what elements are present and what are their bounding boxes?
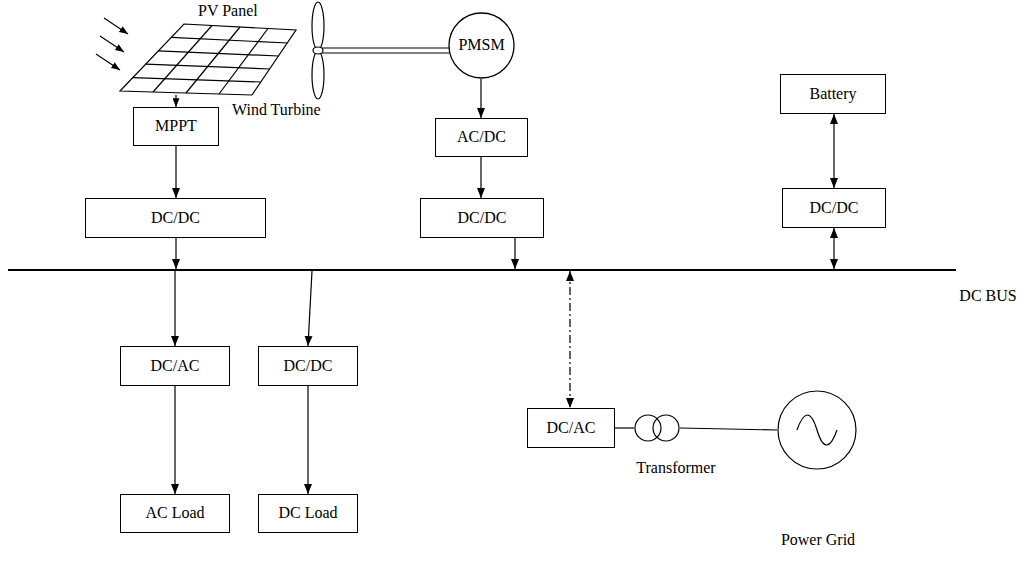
storage-box: Battery	[780, 74, 886, 114]
connector	[308, 271, 312, 346]
connector	[174, 386, 175, 494]
pv-grid-line	[146, 64, 270, 69]
transformer-symbol-outline	[634, 414, 680, 442]
box-label: DC/AC	[547, 419, 596, 437]
box-label: Battery	[809, 85, 856, 103]
part-label: PV Panel	[196, 2, 260, 20]
box-label: DC/DC	[458, 209, 507, 227]
sun-rays	[96, 18, 128, 70]
grid-symbol-outline	[777, 390, 857, 470]
load-box: DC Load	[258, 494, 358, 533]
converter-box: AC/DC	[435, 118, 528, 157]
connector	[833, 228, 834, 269]
wind-turbine	[312, 2, 449, 99]
dc-bus: DC BUS	[8, 269, 956, 271]
pv-outline	[120, 24, 296, 95]
converter-box: DC/AC	[527, 408, 615, 448]
symbol-label: Transformer	[634, 459, 717, 477]
pv-grid-line	[171, 37, 287, 43]
box-label: AC/DC	[457, 128, 506, 146]
symbol-label: DC BUS	[957, 287, 1018, 305]
box-label: DC/AC	[151, 357, 200, 375]
generator-circle: PMSM	[448, 12, 515, 79]
process-box: MPPT	[133, 107, 219, 146]
part-label: Wind Turbine	[230, 101, 323, 119]
box-label: MPPT	[155, 117, 197, 135]
connector	[514, 238, 515, 269]
connector	[174, 271, 175, 346]
connector	[833, 114, 834, 188]
converter-box: DC/DC	[85, 198, 266, 238]
symbol-label: Power Grid	[779, 531, 857, 549]
box-label: AC Load	[145, 504, 204, 522]
connector	[480, 157, 481, 198]
load-box: AC Load	[120, 494, 230, 533]
box-label: DC Load	[278, 504, 337, 522]
box-label: PMSM	[458, 36, 504, 54]
connector	[175, 146, 176, 198]
connector	[175, 238, 176, 269]
converter-box: DC/DC	[782, 188, 886, 228]
box-label: DC/DC	[284, 357, 333, 375]
connector	[615, 427, 634, 428]
pv-grid-line	[133, 78, 261, 82]
converter-box: DC/DC	[258, 346, 358, 386]
pv-panel	[120, 24, 296, 95]
pv-grid-line	[219, 29, 268, 95]
box-label: DC/DC	[810, 199, 859, 217]
connector	[480, 79, 481, 118]
panel-arrow	[175, 95, 176, 107]
pv-grid-line	[158, 51, 278, 56]
transformer-symbol: Transformer	[634, 414, 680, 442]
converter-box: DC/DC	[420, 198, 544, 238]
pv-grid-line	[186, 27, 240, 93]
connector	[680, 428, 777, 430]
converter-box: DC/AC	[120, 346, 230, 386]
connector	[307, 386, 308, 494]
grid-symbol: Power Grid	[777, 390, 857, 470]
pv-grid-line	[153, 26, 212, 93]
connector	[569, 271, 570, 408]
box-label: DC/DC	[151, 209, 200, 227]
